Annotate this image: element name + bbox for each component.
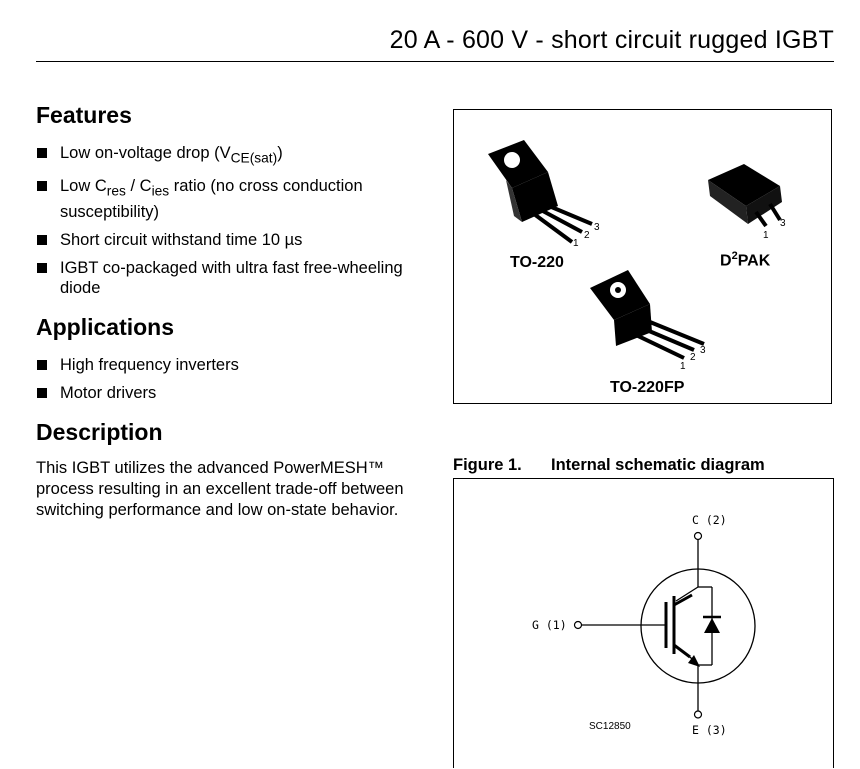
package-drawings [488, 140, 782, 360]
applications-list: High frequency inverters Motor drivers [36, 355, 436, 403]
schematic-code: SC12850 [589, 721, 631, 732]
to220fp-pin-3: 3 [700, 345, 706, 356]
d2pak-pin-1: 1 [763, 230, 769, 241]
d2pak-package-icon [708, 164, 782, 228]
bullet-square-icon [37, 148, 47, 158]
bullet-square-icon [37, 262, 47, 273]
to220-package-icon [488, 140, 593, 244]
d2pak-label: D2PAK [720, 250, 771, 270]
to220-pin-3: 3 [594, 222, 600, 233]
d2pak-pin-3: 3 [780, 218, 786, 229]
package-outline-box: 1 2 3 TO-220 1 3 D2PAK 1 2 3 TO-220FP [453, 109, 832, 404]
to220-pin-1: 1 [573, 238, 579, 249]
applications-heading: Applications [36, 313, 175, 340]
list-item: Low on-voltage drop (VCE(sat)) [36, 143, 436, 168]
description-heading: Description [36, 418, 163, 445]
list-item: IGBT co-packaged with ultra fast free-wh… [36, 258, 436, 298]
bullet-square-icon [37, 359, 47, 370]
figure-number: Figure 1. [453, 456, 522, 474]
list-item: High frequency inverters [36, 355, 436, 375]
bullet-square-icon [37, 181, 47, 192]
figure-caption: Figure 1. Internal schematic diagram [453, 456, 765, 475]
to220fp-package-icon [590, 270, 705, 360]
left-column: Features Low on-voltage drop (VCE(sat)) … [36, 100, 436, 521]
features-list: Low on-voltage drop (VCE(sat)) Low Cres … [36, 143, 436, 298]
schematic-figure-box: C (2) G (1) E (3) SC12850 [453, 478, 834, 768]
features-heading: Features [36, 102, 132, 128]
list-item: Motor drivers [36, 383, 436, 403]
list-item: Short circuit withstand time 10 µs [36, 230, 436, 250]
gate-label: G (1) [532, 618, 567, 632]
bullet-square-icon [37, 234, 47, 245]
description-text: This IGBT utilizes the advanced PowerMES… [36, 458, 404, 519]
bullet-square-icon [37, 387, 47, 398]
emitter-label: E (3) [692, 723, 727, 737]
document-title: 20 A - 600 V - short circuit rugged IGBT [389, 26, 834, 54]
to220-label: TO-220 [510, 254, 564, 271]
collector-label: C (2) [692, 513, 727, 527]
list-item: Low Cres / Cies ratio (no cross conducti… [36, 176, 436, 221]
figure-title: Internal schematic diagram [551, 456, 765, 474]
to220-pin-2: 2 [584, 230, 590, 241]
title-rule [36, 61, 834, 62]
to220fp-pin-2: 2 [690, 352, 696, 363]
igbt-schematic-icon [573, 531, 756, 719]
to220fp-label: TO-220FP [610, 379, 685, 396]
to220fp-pin-1: 1 [680, 361, 686, 372]
